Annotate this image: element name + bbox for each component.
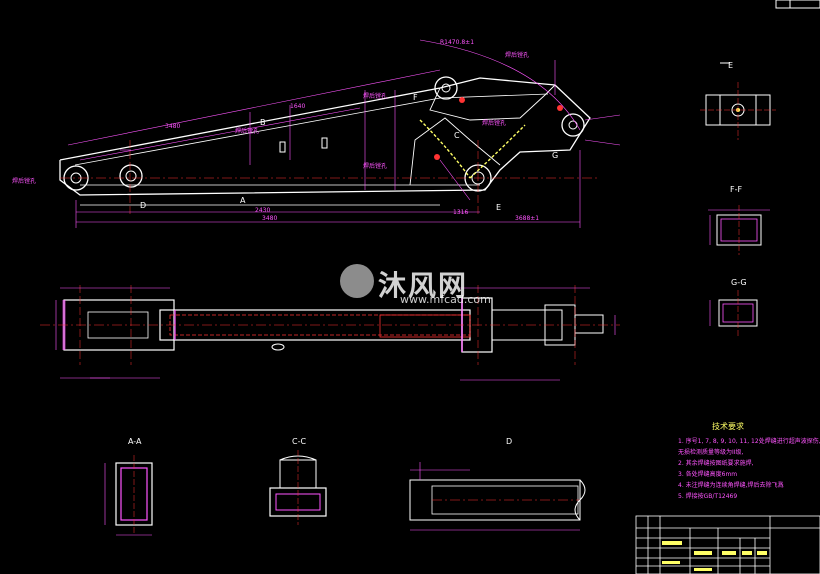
section-title-ff: F-F <box>730 185 742 194</box>
dim-top: 3480 <box>165 123 180 130</box>
dim-1640: 1640 <box>290 103 305 110</box>
tech-title: 技术要求 <box>712 421 744 431</box>
section-title-d: D <box>506 437 512 446</box>
tech-line-2: 无损检测质量等级为II级, <box>678 448 744 456</box>
boom-elevation <box>59 39 621 228</box>
label-g: G <box>552 151 558 160</box>
title-block-fill <box>662 541 767 571</box>
section-e <box>700 62 776 140</box>
label-e: E <box>496 203 501 212</box>
weld-note-5: 焊后镗孔 <box>482 119 506 127</box>
tech-line-6: 5. 焊接按GB/T12469 <box>678 492 737 500</box>
label-f: F <box>413 93 418 102</box>
boom-plan <box>40 285 620 381</box>
weld-note-4: 焊后镗孔 <box>505 51 529 59</box>
dim-1316: 1316 <box>453 209 468 216</box>
label-a: A <box>240 196 246 205</box>
tech-line-3: 2. 其余焊缝按图纸要求施焊, <box>678 459 754 467</box>
tech-line-5: 4. 未注焊缝为连续角焊缝,焊后去除飞溅 <box>678 481 784 489</box>
dim-3480: 3480 <box>262 215 277 222</box>
dim-3688: 3688±1 <box>515 215 539 222</box>
label-c: C <box>454 131 460 140</box>
section-gg <box>709 290 758 336</box>
tech-line-4: 3. 各处焊缝高度6mm <box>678 470 737 478</box>
weld-note-3: 焊后镗孔 <box>363 92 387 100</box>
title-block <box>635 515 820 574</box>
dim-2430: 2430 <box>255 207 270 214</box>
weld-note-6: 焊后镗孔 <box>363 162 387 170</box>
section-title-aa: A-A <box>128 437 142 446</box>
dim-radius: R1470.8±1 <box>440 39 474 46</box>
weld-note-2: 焊后镗孔 <box>235 127 259 135</box>
view-d <box>409 462 586 531</box>
section-ff <box>708 205 770 255</box>
section-cc <box>269 450 327 525</box>
tech-line-1: 1. 序号1, 7, 8, 9, 10, 11, 12处焊缝进行超声波探伤, <box>678 437 820 445</box>
section-title-e: E <box>728 61 733 70</box>
label-d-main: D <box>140 201 146 210</box>
section-title-cc: C-C <box>292 437 306 446</box>
label-b: B <box>260 118 266 127</box>
frame-corner <box>775 0 820 9</box>
weld-note-1: 焊后镗孔 <box>12 177 36 185</box>
section-title-gg: G-G <box>731 278 747 287</box>
section-aa <box>104 455 153 536</box>
